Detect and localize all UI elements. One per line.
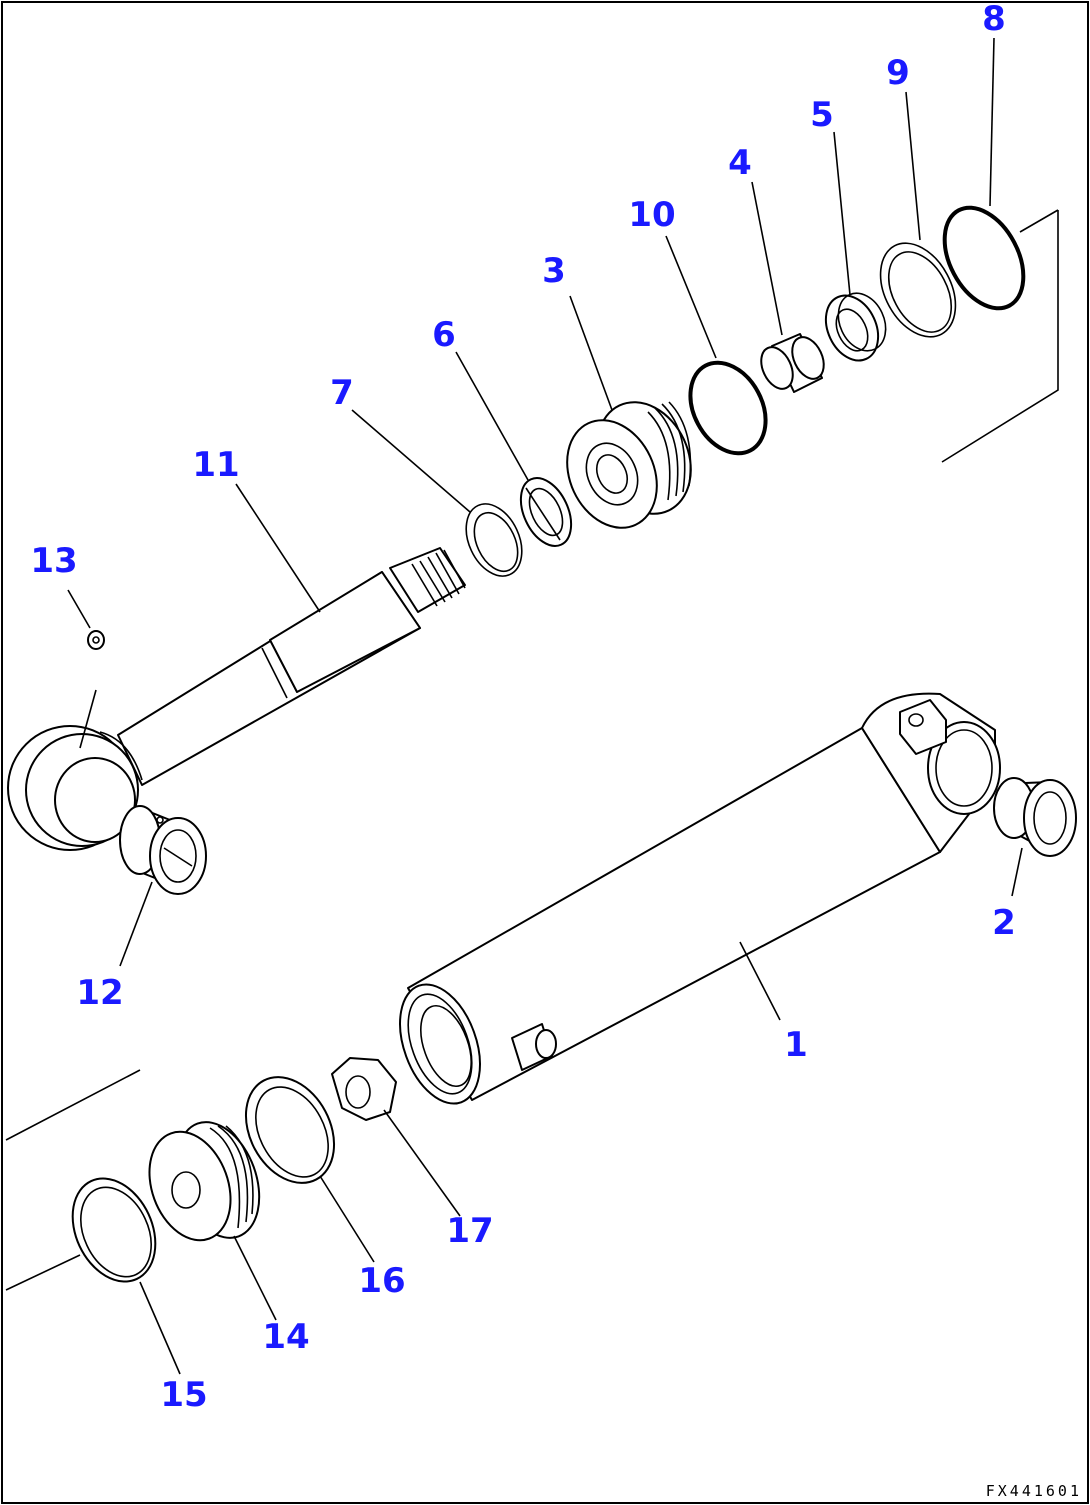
- callout-7: 7: [330, 373, 354, 413]
- part-rod-packing: [824, 292, 887, 362]
- part-bushing-rod: [119, 805, 207, 895]
- callout-13: 13: [30, 541, 77, 581]
- callout-8: 8: [982, 0, 1006, 39]
- callout-3: 3: [542, 251, 566, 291]
- part-bushing-bottom: [993, 777, 1077, 857]
- part-snap-ring: [465, 503, 523, 577]
- callout-labels: 1 2 3 4 5 6 7 8 9 10 11 12 13 14 15 16 1…: [30, 0, 1016, 1415]
- part-dust-seal: [519, 477, 573, 547]
- callout-10: 10: [628, 195, 675, 235]
- callout-16: 16: [358, 1261, 405, 1301]
- callout-4: 4: [728, 143, 752, 183]
- callout-11: 11: [192, 445, 239, 485]
- callout-15: 15: [160, 1375, 207, 1415]
- callout-6: 6: [432, 315, 456, 355]
- part-wear-ring: [244, 1076, 336, 1184]
- part-grease-fitting: [87, 630, 105, 650]
- leader-lines: [67, 37, 1023, 1375]
- callout-14: 14: [262, 1317, 309, 1357]
- part-backup-ring: [879, 242, 957, 338]
- callout-9: 9: [886, 53, 910, 93]
- part-piston: [148, 1121, 261, 1242]
- part-bushing-4: [760, 333, 825, 393]
- callout-2: 2: [992, 903, 1016, 943]
- part-o-ring-10: [688, 360, 768, 456]
- part-cylinder-tube: [399, 692, 1001, 1105]
- part-piston-rod: [7, 547, 466, 851]
- part-o-ring-8: [942, 205, 1026, 311]
- callout-12: 12: [76, 973, 123, 1013]
- callout-1: 1: [784, 1025, 808, 1065]
- part-cylinder-head: [566, 401, 692, 529]
- part-nut: [331, 1057, 397, 1121]
- callout-5: 5: [810, 95, 834, 135]
- drawing-reference-code: FX441601: [986, 1482, 1082, 1500]
- callout-17: 17: [446, 1211, 493, 1251]
- axis-lines: [5, 209, 1059, 1291]
- part-piston-ring: [71, 1177, 157, 1283]
